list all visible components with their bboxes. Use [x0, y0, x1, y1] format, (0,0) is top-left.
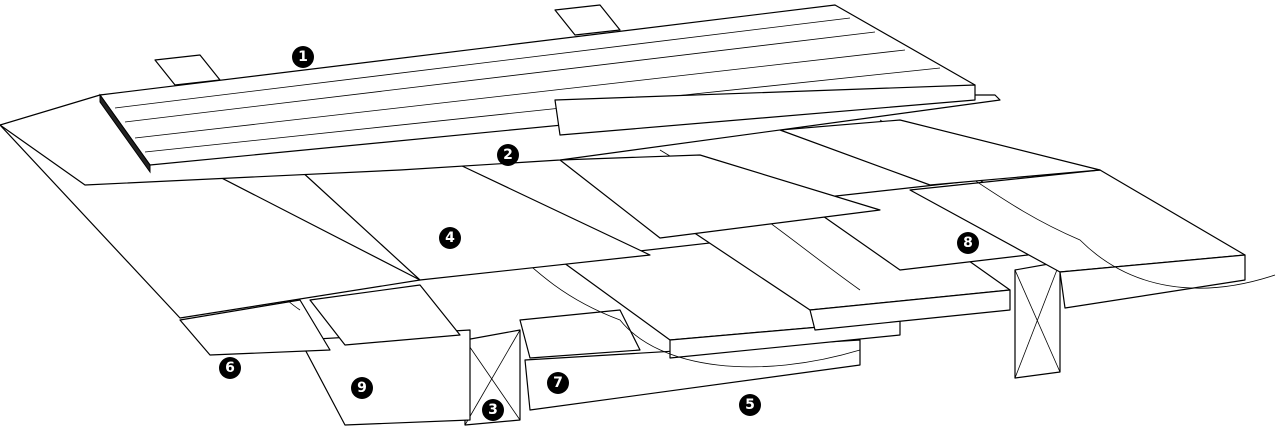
battens: [179, 169, 1246, 359]
callout-6: 6: [219, 357, 241, 379]
callout-5: 5: [739, 394, 761, 416]
callout-2: 2: [497, 144, 519, 166]
callout-8: 8: [957, 232, 979, 254]
floorboards: [99, 4, 976, 174]
callout-4: 4: [439, 227, 461, 249]
callout-3: 3: [482, 399, 504, 421]
callout-9: 9: [351, 377, 373, 399]
joists: [154, 4, 1061, 426]
callout-7: 7: [547, 372, 569, 394]
callout-1: 1: [292, 46, 314, 68]
